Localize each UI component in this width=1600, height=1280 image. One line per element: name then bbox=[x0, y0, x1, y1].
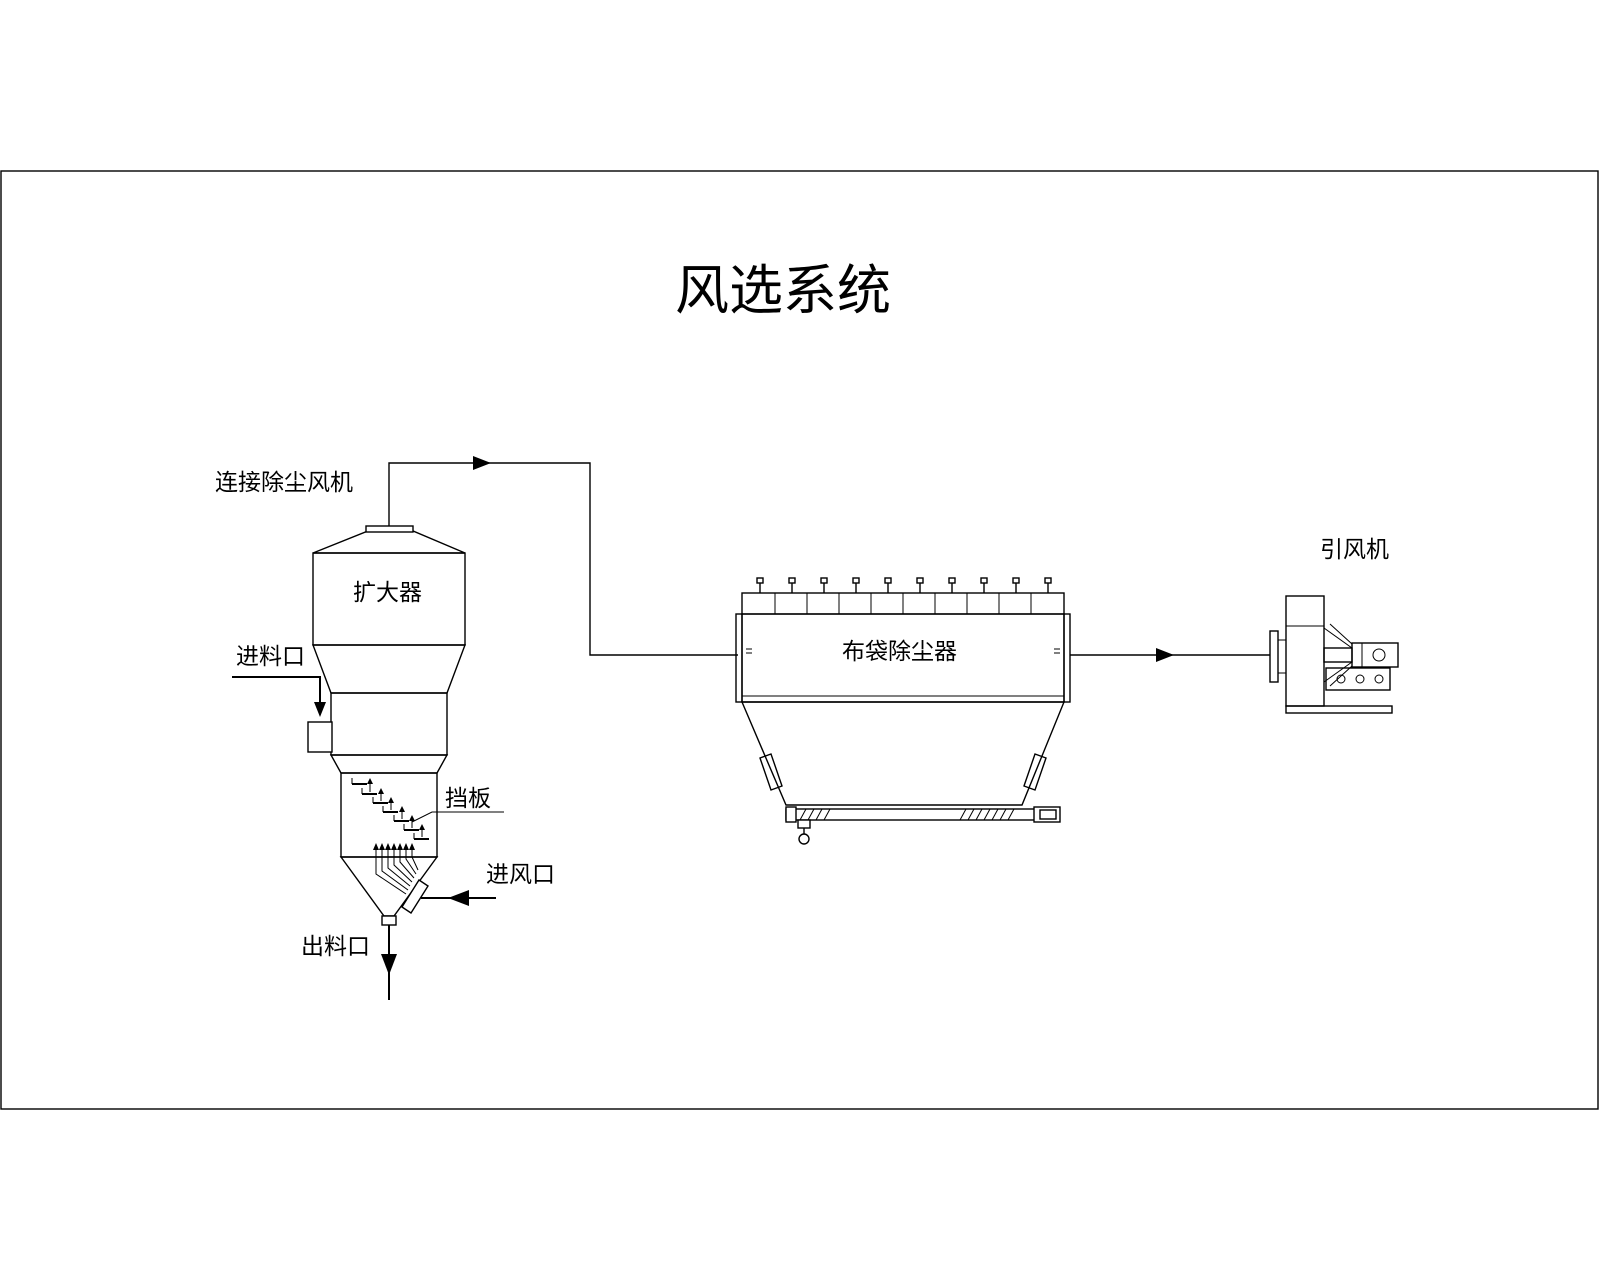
air-inlet-duct bbox=[401, 879, 429, 914]
pulse-valves bbox=[756, 577, 1052, 593]
expander-taper bbox=[311, 644, 467, 694]
fan-scroll bbox=[1285, 595, 1325, 707]
discharge-spout bbox=[381, 915, 397, 926]
drawing-frame bbox=[0, 170, 1599, 1110]
label-induced-draft-fan: 引风机 bbox=[1320, 537, 1389, 563]
discharge-line bbox=[381, 925, 397, 1000]
fan-inlet-flange bbox=[1269, 630, 1279, 683]
inlet-flange bbox=[735, 613, 743, 703]
neck-taper bbox=[329, 754, 449, 774]
bag-filter bbox=[735, 577, 1071, 845]
bag-filter-hopper bbox=[740, 701, 1066, 806]
air-inlet-line bbox=[421, 890, 496, 906]
feed-inlet-line bbox=[232, 676, 326, 717]
label-air-inlet: 进风口 bbox=[486, 862, 555, 888]
label-feed-inlet: 进料口 bbox=[236, 644, 305, 670]
label-expander: 扩大器 bbox=[353, 580, 422, 606]
air-outlet-line bbox=[388, 456, 738, 656]
flow-arrow-fan bbox=[1156, 648, 1174, 662]
screw-conveyor bbox=[785, 808, 1039, 821]
rising-air-arrows bbox=[373, 843, 419, 895]
baffle-chamber bbox=[340, 772, 438, 858]
baffle-plates bbox=[351, 778, 429, 840]
air-classifier bbox=[307, 525, 467, 926]
air-inlet-arrow bbox=[448, 890, 469, 906]
outlet-flange bbox=[1063, 613, 1071, 703]
rotary-valve bbox=[797, 819, 811, 845]
column-top-cap bbox=[312, 530, 466, 554]
top-flange bbox=[365, 525, 414, 533]
feed-arrow bbox=[314, 702, 326, 717]
fan-base bbox=[1285, 705, 1393, 714]
label-discharge-outlet: 出料口 bbox=[301, 934, 370, 960]
feed-box bbox=[307, 721, 333, 753]
flow-arrow-top bbox=[473, 456, 491, 470]
label-bag-filter: 布袋除尘器 bbox=[842, 639, 957, 665]
induced-draft-fan bbox=[1269, 595, 1399, 714]
fan-pedestal bbox=[1325, 667, 1391, 691]
diagram-title: 风选系统 bbox=[675, 259, 891, 322]
baffle-leader bbox=[411, 811, 504, 823]
fan-motor bbox=[1351, 642, 1399, 668]
label-dust-fan-connection: 连接除尘风机 bbox=[215, 470, 353, 496]
filter-to-fan-line bbox=[1070, 648, 1270, 662]
discharge-arrow bbox=[381, 954, 397, 975]
label-baffle: 挡板 bbox=[445, 786, 491, 812]
middle-section bbox=[330, 692, 448, 756]
